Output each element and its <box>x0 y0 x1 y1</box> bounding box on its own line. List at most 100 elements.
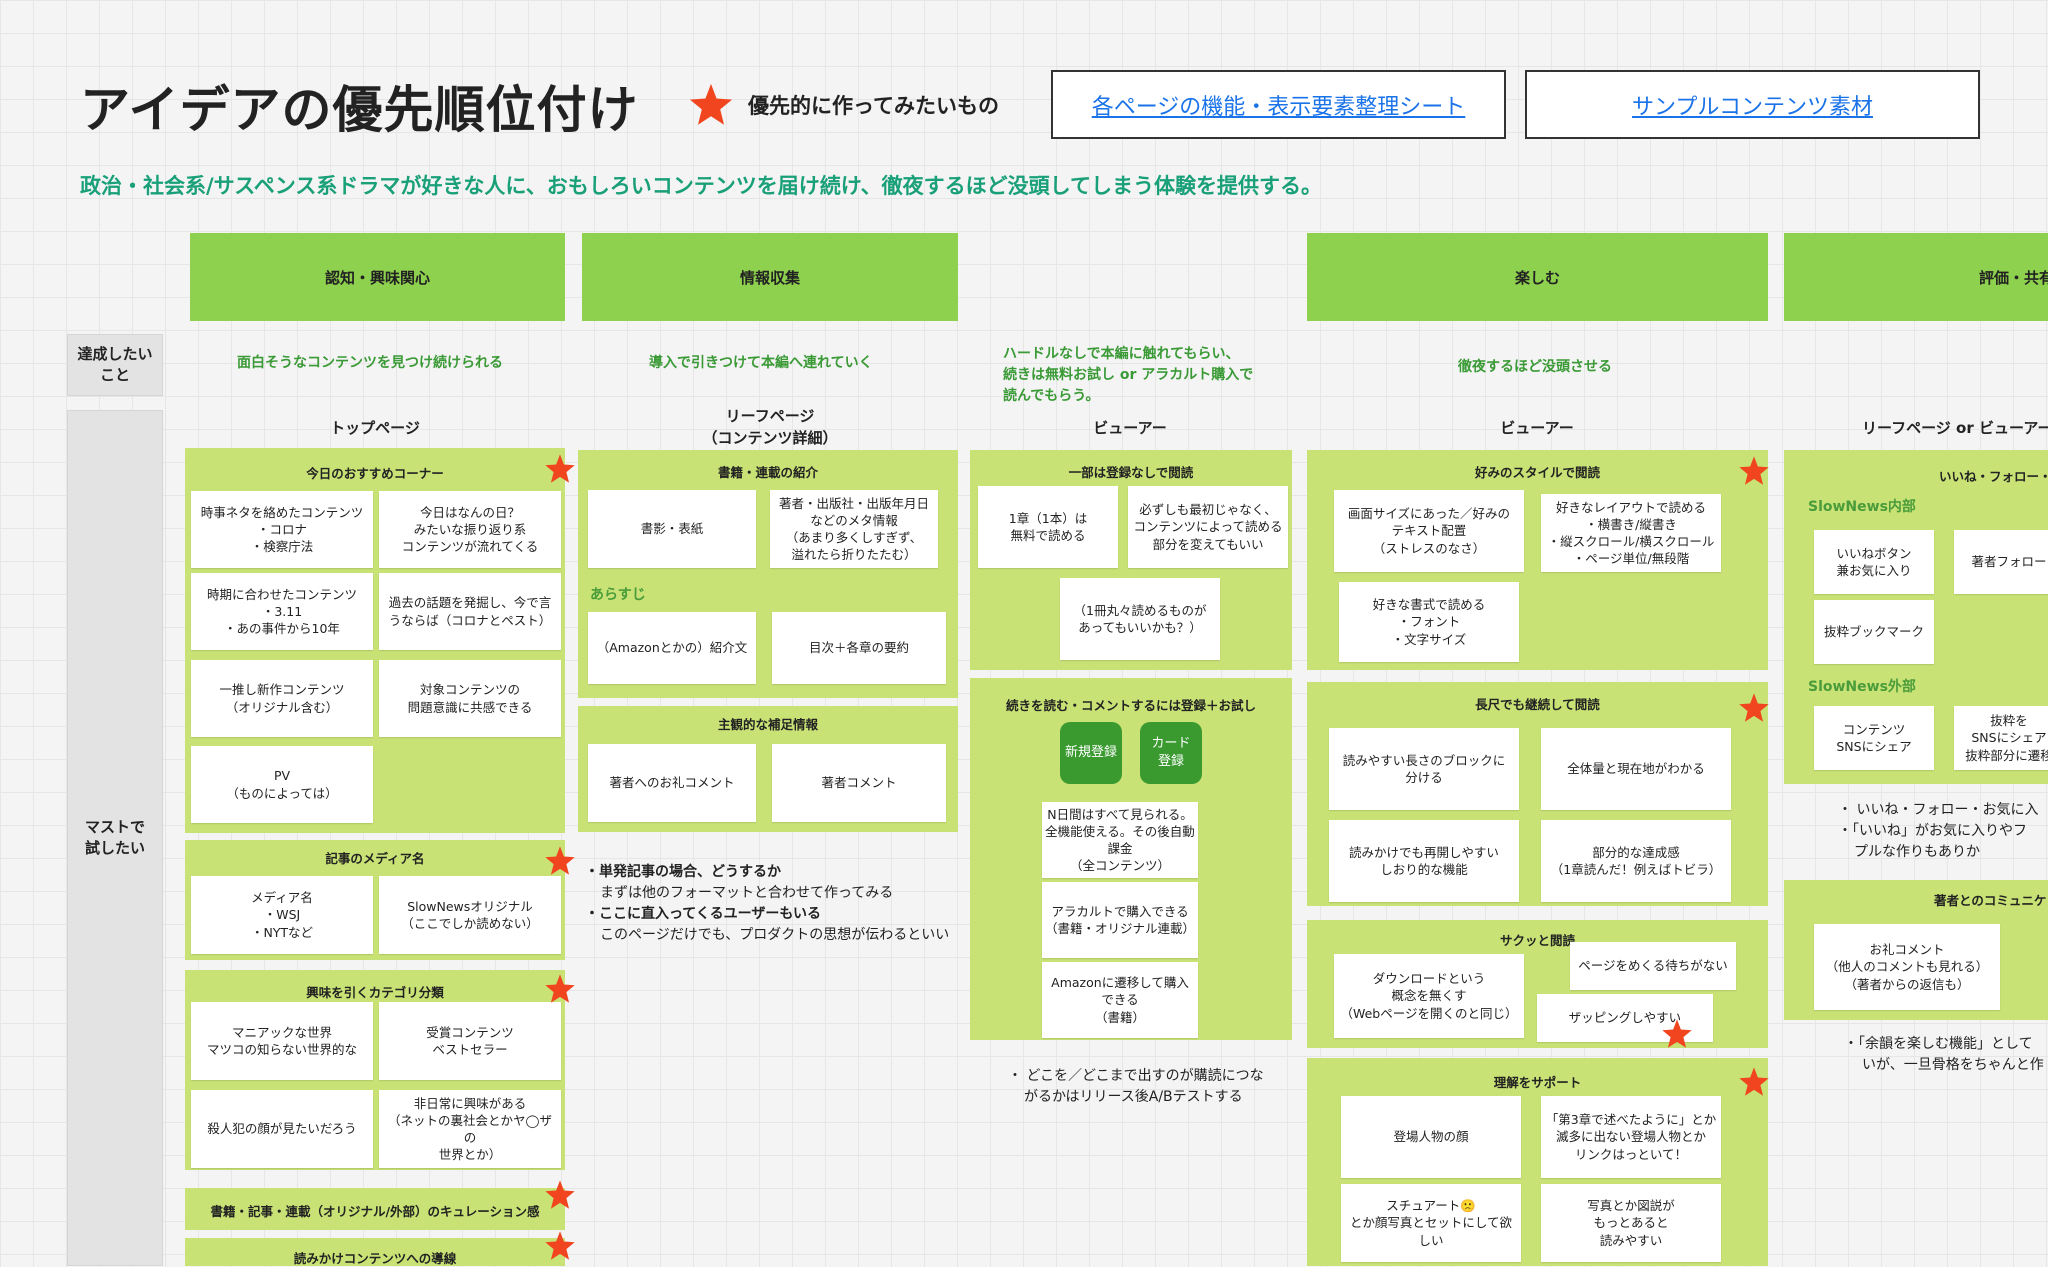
group-free-partial: 一部は登録なしで閲読 1章（1本）は 無料で読める 必ずしも最初じゃなく、 コン… <box>970 450 1292 670</box>
group-todays-picks: 今日のおすすめコーナー 時事ネタを絡めたコンテンツ ・コロナ ・検察庁法 今日は… <box>185 448 575 833</box>
card-register-button[interactable]: カード 登録 <box>1140 722 1202 784</box>
group-quick-read: サクッと閲読 ダウンロードという 概念を無くす （Webページを開くのと同じ） … <box>1307 920 1768 1048</box>
card[interactable]: 抜粋を SNSにシェア 抜粋部分に遷移 <box>1954 706 2048 770</box>
legend-label: 優先的に作ってみたいもの <box>748 94 999 118</box>
function-sheet-link-box[interactable]: 各ページの機能・表示要素整理シート <box>1051 70 1506 139</box>
card[interactable]: PV （ものによっては） <box>191 746 373 823</box>
note-line: がるかはリリース後A/Bテストする <box>1024 1089 1243 1105</box>
card[interactable]: 非日常に興味がある （ネットの裏社会とかヤ◯ザの 世界とか） <box>379 1090 561 1168</box>
card[interactable]: 対象コンテンツの 問題意識に共感できる <box>379 660 561 737</box>
star-icon <box>1739 693 1769 722</box>
card[interactable]: 必ずしも最初じゃなく、 コンテンツによって読める 部分を変えてもいい <box>1128 486 1288 568</box>
card[interactable]: 著者コメント <box>772 744 946 822</box>
subheading-synopsis: あらすじ <box>590 587 646 603</box>
star-icon <box>689 83 733 125</box>
card[interactable]: 画面サイズにあった／好みの テキスト配置 （ストレスのなさ） <box>1334 490 1524 572</box>
note-line: このページだけでも、プロダクトの思想が伝わるといい <box>600 927 950 943</box>
group-title: 書籍・連載の紹介 <box>717 465 818 480</box>
subheading-outside: SlowNews外部 <box>1808 679 1916 695</box>
group-title: 記事のメディア名 <box>325 851 425 866</box>
card[interactable]: SlowNewsオリジナル （ここでしか読めない） <box>379 876 561 954</box>
card[interactable]: いいねボタン 兼お気に入り <box>1814 530 1934 594</box>
card[interactable]: 殺人犯の顔が見たいだろう <box>191 1090 373 1168</box>
vision-statement: 政治・社会系/サスペンス系ドラマが好きな人に、おもしろいコンテンツを届け続け、徹… <box>80 174 1323 198</box>
card[interactable]: 受賞コンテンツ ベストセラー <box>379 1002 561 1080</box>
card[interactable]: 1章（1本）は 無料で読める <box>978 486 1118 568</box>
group-title: 好みのスタイルで閲読 <box>1474 465 1600 480</box>
card[interactable]: コンテンツ SNSにシェア <box>1814 706 1934 770</box>
card[interactable]: 写真とか図説が もっとあると 読みやすい <box>1541 1184 1721 1262</box>
star-icon <box>1739 1067 1769 1096</box>
card[interactable]: （Amazonとかの）紹介文 <box>588 612 756 684</box>
group-title: サクッと閲読 <box>1499 933 1575 948</box>
star-icon <box>545 1180 575 1209</box>
group-title: いいね・フォロー・お <box>1939 469 2048 484</box>
group-long-form: 長尺でも継続して閲読 読みやすい長さのブロックに 分ける 全体量と現在地がわかる… <box>1307 682 1769 906</box>
group-title: 著者とのコミュニケ <box>1934 893 2047 908</box>
group-author-communication: 著者とのコミュニケ お礼コメント （他人のコメントも見れる） （著者からの返信も… <box>1784 880 2048 1020</box>
card[interactable]: （1冊丸々読めるものが あってもいいかも？） <box>1060 578 1220 660</box>
note-line: ・ どこを／どこまで出すのが購読につな <box>1008 1068 1264 1084</box>
card[interactable]: 好きなレイアウトで読める ・横書き/縦書き ・縦スクロール/横スクロール ・ペー… <box>1541 494 1721 572</box>
row-label-goal: 達成したい こと <box>67 334 163 396</box>
card[interactable]: お礼コメント （他人のコメントも見れる） （著者からの返信も） <box>1814 924 2000 1010</box>
group-register-trial: 続きを読む・コメントするには登録＋お試し 新規登録 カード 登録 N日間はすべて… <box>970 678 1292 1040</box>
note-line: ・「余韻を楽しむ機能」として <box>1844 1036 2033 1052</box>
page-top: トップページ <box>330 419 420 437</box>
card[interactable]: Amazonに遷移して購入できる （書籍） <box>1042 962 1198 1038</box>
group-resume-reading: 読みかけコンテンツへの導線 <box>185 1231 575 1266</box>
star-icon <box>1739 456 1769 485</box>
card[interactable]: 書影・表紙 <box>588 490 756 568</box>
group-media-name: 記事のメディア名 メディア名 ・WSJ ・NYTなど SlowNewsオリジナル… <box>185 840 575 960</box>
card[interactable]: スチュアート🙁 とか顔写真とセットにして欲 しい <box>1341 1184 1521 1262</box>
phase-evaluate-share: 評価・共有 <box>1784 233 2048 321</box>
card[interactable]: 一推し新作コンテンツ （オリジナル含む） <box>191 660 373 737</box>
function-sheet-link[interactable]: 各ページの機能・表示要素整理シート <box>1091 94 1466 120</box>
card[interactable]: アラカルトで購入できる （書籍・オリジナル連載） <box>1042 882 1198 958</box>
star-icon <box>545 1231 575 1260</box>
note-line: ・ いいね・フォロー・お気に入 <box>1838 802 2039 818</box>
note-line: ・ここに直入ってくるユーザーもいる <box>585 906 822 922</box>
card[interactable]: 抜粋ブックマーク <box>1814 600 1934 664</box>
card[interactable]: ページをめくる待ちがない <box>1570 942 1736 990</box>
card[interactable]: 時期に合わせたコンテンツ ・3.11 ・あの事件から10年 <box>191 573 373 650</box>
note-line: いが、一旦骨格をちゃんと作 <box>1862 1057 2044 1073</box>
card[interactable]: N日間はすべて見られる。 全機能使える。その後自動課金 （全コンテンツ） <box>1042 802 1198 878</box>
card[interactable]: 読みやすい長さのブロックに 分ける <box>1329 728 1519 810</box>
card[interactable]: 著者へのお礼コメント <box>588 744 756 822</box>
card[interactable]: ダウンロードという 概念を無くす （Webページを開くのと同じ） <box>1334 954 1524 1038</box>
phase-research: 情報収集 <box>582 233 958 321</box>
card[interactable]: 過去の話題を発掘し、今で言 うならば（コロナとペスト） <box>379 573 561 650</box>
card[interactable]: 好きな書式で読める ・フォント ・文字サイズ <box>1339 582 1519 662</box>
page-viewer-2: ビューアー <box>1500 419 1574 437</box>
phase-enjoy: 楽しむ <box>1307 233 1768 321</box>
group-title: 興味を引くカテゴリ分類 <box>306 985 444 1000</box>
goal-research: 導入で引きつけて本編へ連れていく <box>649 355 873 371</box>
group-curation: 書籍・記事・連載（オリジナル/外部）のキュレーション感 <box>185 1180 575 1230</box>
sample-content-link-box[interactable]: サンプルコンテンツ素材 <box>1525 70 1980 139</box>
group-title: 書籍・記事・連載（オリジナル/外部）のキュレーション感 <box>210 1204 540 1219</box>
card[interactable]: 部分的な達成感 （1章読んだ！例えばトビラ） <box>1541 820 1731 902</box>
card[interactable]: マニアックな世界 マツコの知らない世界的な <box>191 1002 373 1080</box>
card[interactable]: 今日はなんの日？ みたいな振り返り系 コンテンツが流れてくる <box>379 491 561 568</box>
signup-button[interactable]: 新規登録 <box>1060 722 1122 784</box>
group-preferred-style: 好みのスタイルで閲読 画面サイズにあった／好みの テキスト配置 （ストレスのなさ… <box>1307 450 1769 670</box>
card[interactable]: 読みかけでも再開しやすい しおり的な機能 <box>1329 820 1519 902</box>
star-icon <box>545 846 575 875</box>
card[interactable]: 時事ネタを絡めたコンテンツ ・コロナ ・検察庁法 <box>191 491 373 568</box>
star-icon <box>545 454 575 483</box>
group-title: 今日のおすすめコーナー <box>306 466 444 481</box>
card[interactable]: 全体量と現在地がわかる <box>1541 728 1731 810</box>
group-like-follow: いいね・フォロー・お SlowNews内部 いいねボタン 兼お気に入り 著者フォ… <box>1784 450 2048 784</box>
card[interactable]: 目次＋各章の要約 <box>772 612 946 684</box>
group-title: 続きを読む・コメントするには登録＋お試し <box>1005 698 1256 713</box>
group-subjective-info: 主観的な補足情報 著者へのお礼コメント 著者コメント <box>578 706 958 832</box>
card[interactable]: 「第3章で述べたように」とか 滅多に出ない登場人物とか リンクはっといて！ <box>1541 1096 1721 1178</box>
card[interactable]: 登場人物の顔 <box>1341 1096 1521 1178</box>
card[interactable]: メディア名 ・WSJ ・NYTなど <box>191 876 373 954</box>
group-title: 長尺でも継続して閲読 <box>1475 697 1600 712</box>
card[interactable]: 著者フォロー <box>1954 530 2048 594</box>
card[interactable]: 著者・出版社・出版年月日 などのメタ情報 （あまり多くしすぎず、 溢れたら折りた… <box>770 490 938 568</box>
sample-content-link[interactable]: サンプルコンテンツ素材 <box>1632 94 1873 120</box>
group-title: 読みかけコンテンツへの導線 <box>293 1251 457 1266</box>
